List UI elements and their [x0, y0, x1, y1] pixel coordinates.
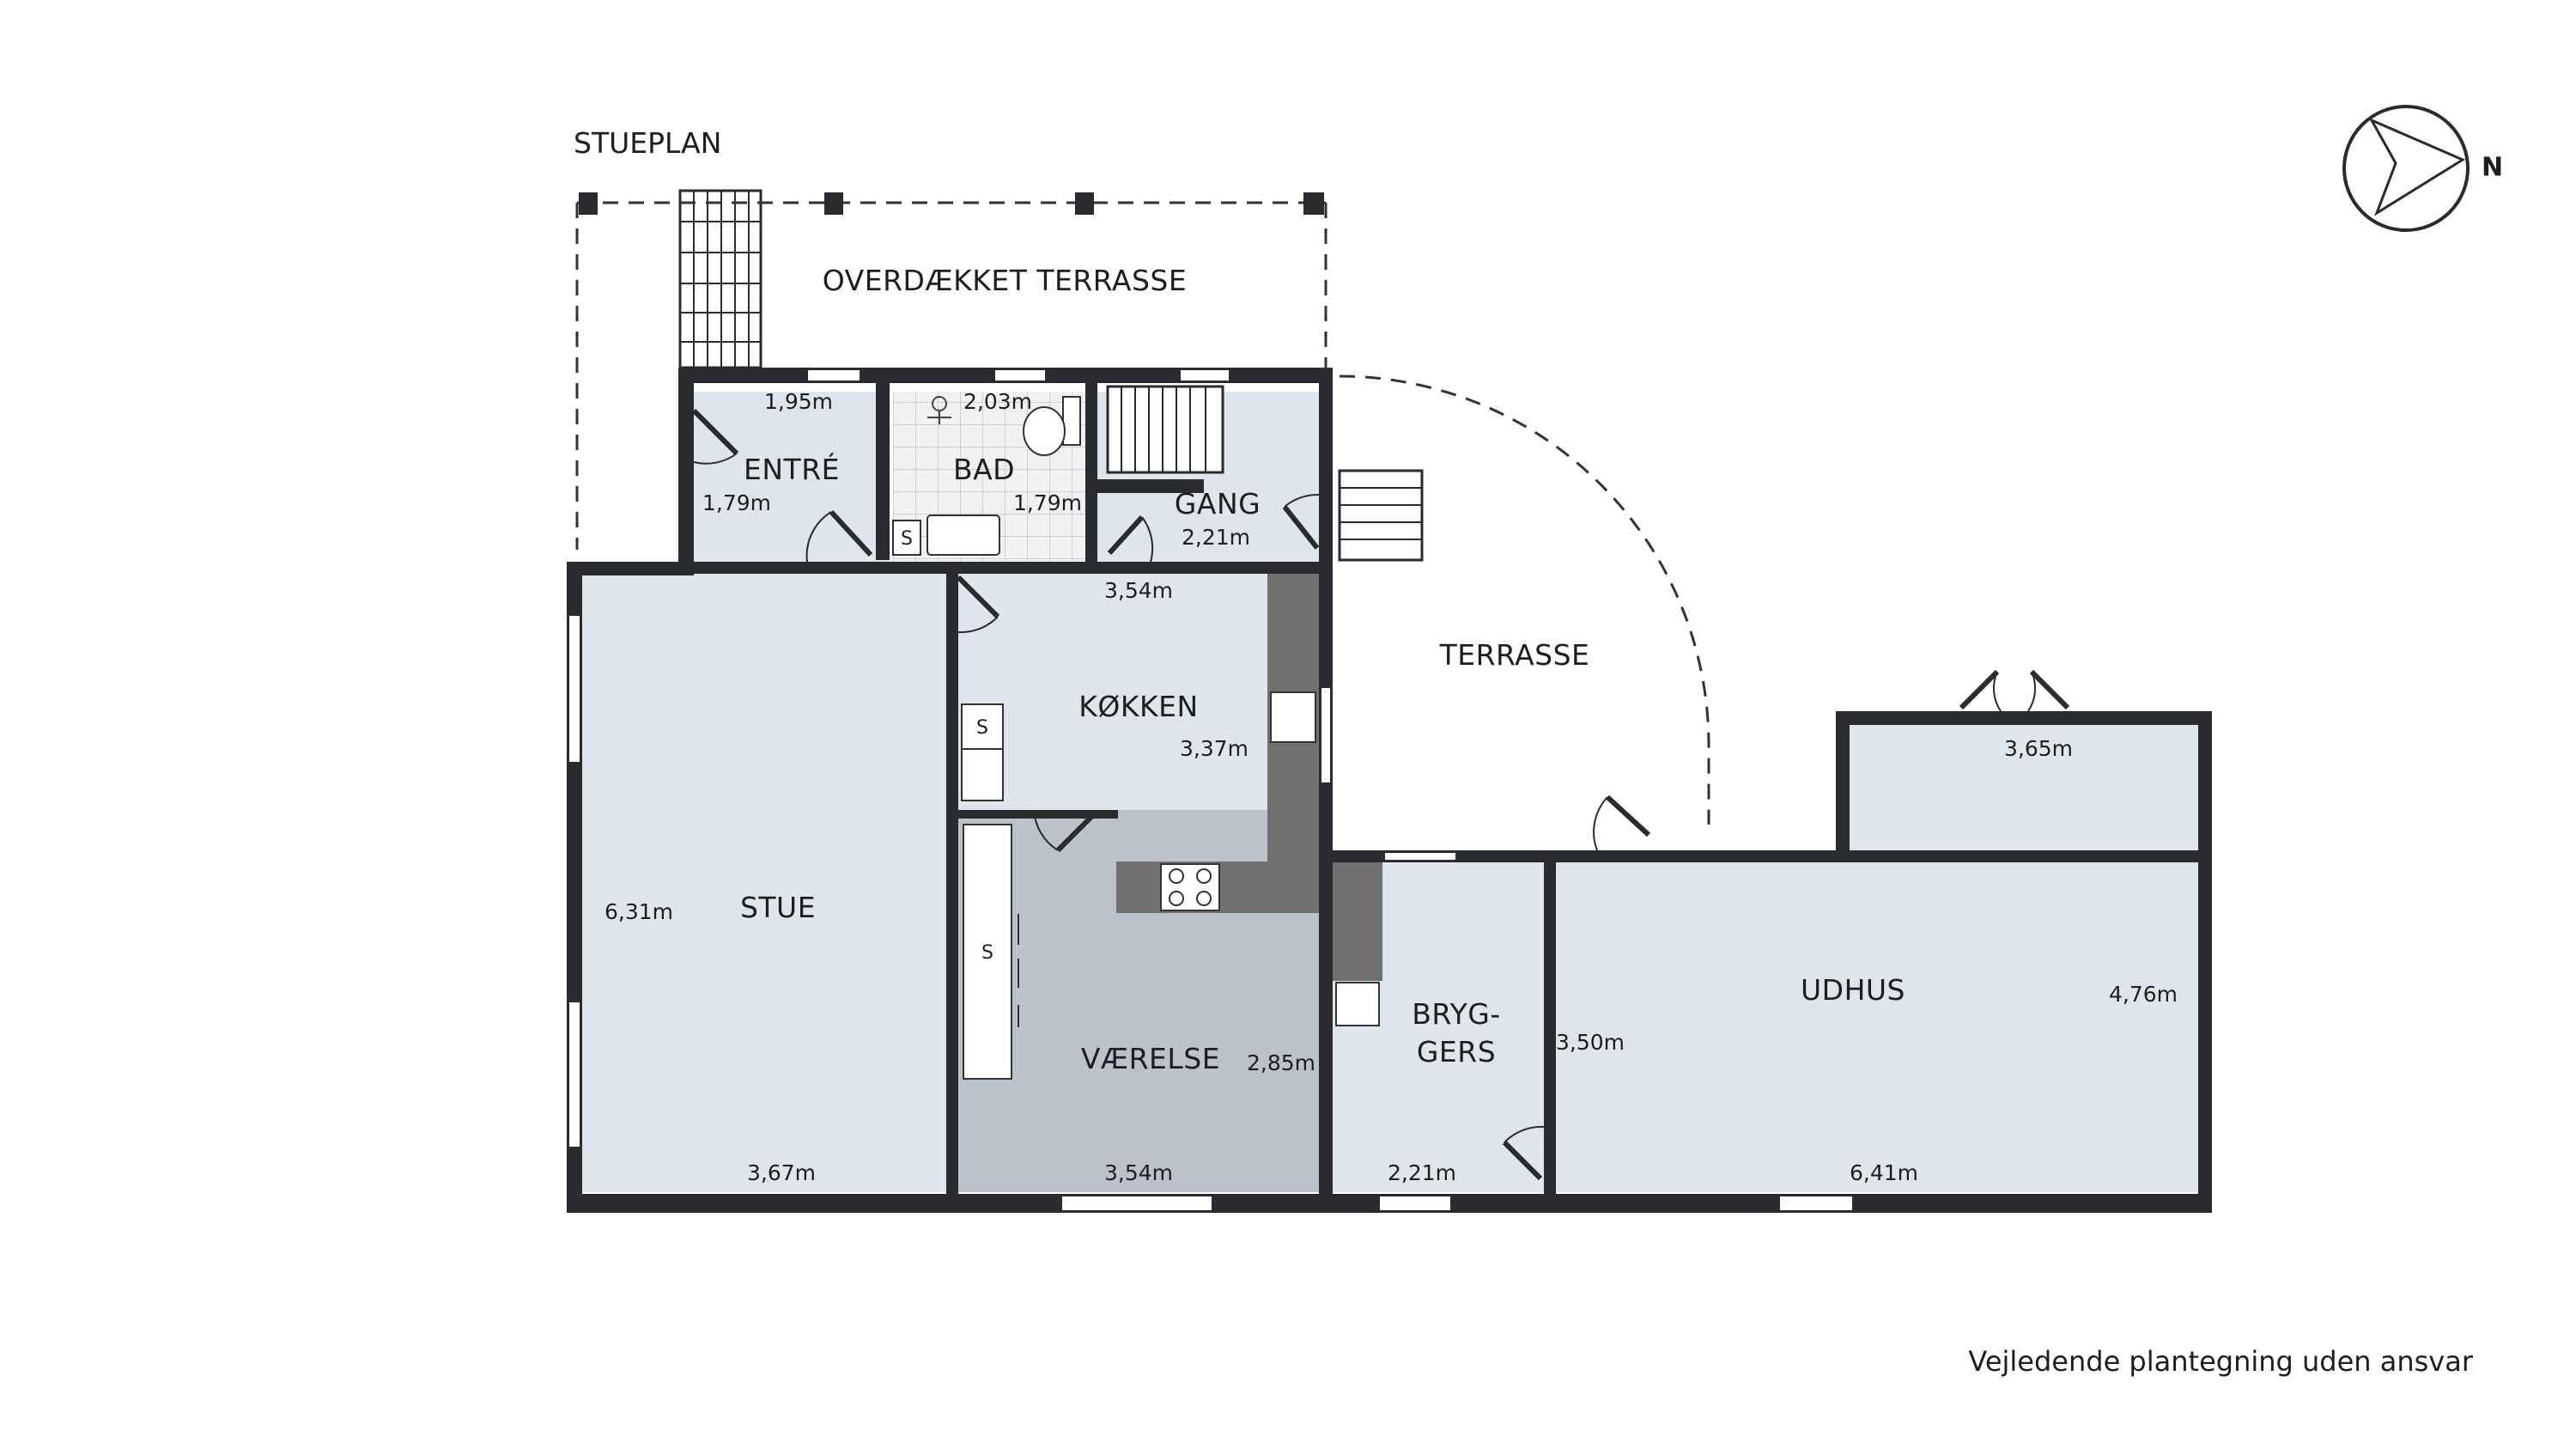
- floor-koekken: [958, 574, 1319, 810]
- plan-title: STUEPLAN: [574, 126, 721, 160]
- compass-icon: [2342, 105, 2470, 232]
- dim-entre-width: 1,95m: [764, 389, 833, 414]
- room-entre: ENTRÉ: [744, 452, 840, 486]
- kitchen-fridge: [961, 748, 1004, 801]
- dim-gang-width: 2,21m: [1182, 525, 1250, 550]
- stove-icon: [1160, 863, 1220, 911]
- room-stue: STUE: [740, 891, 816, 924]
- dim-stue-width: 3,67m: [747, 1160, 816, 1185]
- windows: [568, 368, 1854, 1212]
- dim-udhus-left: 3,50m: [1556, 1030, 1625, 1055]
- dim-stue-depth: 6,31m: [605, 899, 673, 924]
- stairs: [678, 189, 1424, 562]
- dim-vaerelse-width: 3,54m: [1104, 1160, 1173, 1185]
- terrace-posts: [579, 192, 1324, 215]
- toilet-icon: [1023, 396, 1081, 456]
- stair-outside: [1338, 469, 1424, 562]
- room-bryggers-line2: GERS: [1417, 1035, 1496, 1068]
- dim-bad-width: 2,03m: [963, 389, 1032, 414]
- room-overdaekket-terrasse: OVERDÆKKET TERRASSE: [823, 264, 1187, 297]
- floor-stue: [582, 574, 958, 1192]
- dim-entre-depth: 1,79m: [702, 490, 771, 515]
- washbasin-icon: [1335, 982, 1380, 1026]
- stair-gang: [1106, 385, 1224, 474]
- room-koekken: KØKKEN: [1078, 690, 1198, 723]
- dim-koekken-width: 3,54m: [1104, 578, 1173, 603]
- room-gang: GANG: [1175, 487, 1261, 521]
- doors: [691, 408, 2070, 1181]
- terrace-outline: [575, 201, 1710, 825]
- bryggers-counter: [1333, 861, 1382, 981]
- kitchen-counter-right: [1267, 574, 1319, 913]
- disclaimer: Vejledende plantegning uden ansvar: [1968, 1345, 2473, 1378]
- kitchen-sink: [1270, 691, 1316, 743]
- room-udhus: UDHUS: [1801, 973, 1905, 1007]
- kitchen-cabinet-label: S: [976, 717, 988, 739]
- dim-vaerelse-depth: 2,85m: [1247, 1050, 1315, 1075]
- bad-cabinet: [892, 520, 921, 556]
- dim-bad-depth: 1,79m: [1013, 490, 1082, 515]
- floor-udhus: [1556, 721, 2202, 1192]
- labels: STUEPLAN N Vejledende plantegning uden a…: [574, 126, 2503, 1378]
- dim-udhus-right: 4,76m: [2109, 982, 2178, 1007]
- dim-bryggers-width: 2,21m: [1388, 1160, 1456, 1185]
- room-vaerelse: VÆRELSE: [1081, 1042, 1220, 1075]
- room-bryggers-line1: BRYG-: [1412, 997, 1501, 1031]
- wardrobe: [963, 824, 1012, 1080]
- north-label: N: [2482, 153, 2503, 183]
- dim-udhus-top: 3,65m: [2004, 736, 2073, 761]
- sink-icon: [927, 514, 1000, 556]
- fixtures: [892, 396, 1382, 1080]
- bad-cabinet-label: S: [901, 528, 913, 550]
- wardrobe-label: S: [981, 942, 993, 964]
- dim-koekken-depth: 3,37m: [1180, 736, 1249, 761]
- room-bad: BAD: [953, 453, 1015, 486]
- dim-udhus-bottom: 6,41m: [1850, 1160, 1918, 1185]
- room-terrasse: TERRASSE: [1439, 638, 1590, 672]
- shower-icon: [927, 396, 951, 424]
